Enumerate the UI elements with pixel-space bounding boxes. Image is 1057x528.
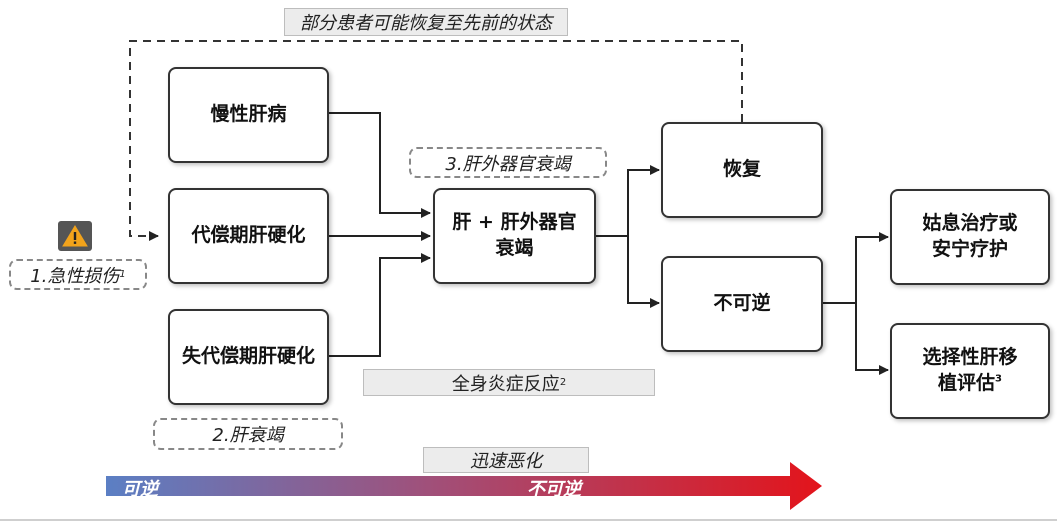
liver-extrahepatic-failure-box: 肝 + 肝外器官 衰竭 xyxy=(433,188,596,284)
top-note-label: 部分患者可能恢复至先前的状态 xyxy=(284,8,568,36)
irreversible-to-transplant-arrow xyxy=(855,303,889,375)
palliative-care-box: 姑息治疗或 安宁疗护 xyxy=(890,189,1050,285)
transplant-evaluation-box: 选择性肝移 植评估3 xyxy=(890,323,1050,419)
liver-failure-label: 2.肝衰竭 xyxy=(153,418,343,450)
irreversible-box: 不可逆 xyxy=(661,256,823,352)
reversible-text: 可逆 xyxy=(122,479,158,500)
irreversible-text: 不可逆 xyxy=(527,479,581,500)
chronic-to-aclf-arrow xyxy=(329,112,431,218)
warning-triangle-icon xyxy=(58,221,92,251)
compensated-cirrhosis-box: 代偿期肝硬化 xyxy=(168,188,329,284)
decompensated-to-aclf-arrow xyxy=(329,253,431,357)
aclf-to-recovery-arrow xyxy=(596,165,660,237)
decompensated-cirrhosis-box: 失代偿期肝硬化 xyxy=(168,309,329,405)
recovery-box: 恢复 xyxy=(661,122,823,218)
aclf-to-irreversible-arrow xyxy=(627,236,660,308)
chronic-liver-disease-box: 慢性肝病 xyxy=(168,67,329,163)
extrahepatic-failure-label: 3.肝外器官衰竭 xyxy=(409,147,607,178)
recovery-loop-dashed xyxy=(129,40,743,241)
progression-gradient-arrow xyxy=(106,462,822,510)
irreversible-to-palliative-arrow xyxy=(823,232,889,304)
rapid-deterioration-label: 迅速恶化 xyxy=(423,447,589,473)
